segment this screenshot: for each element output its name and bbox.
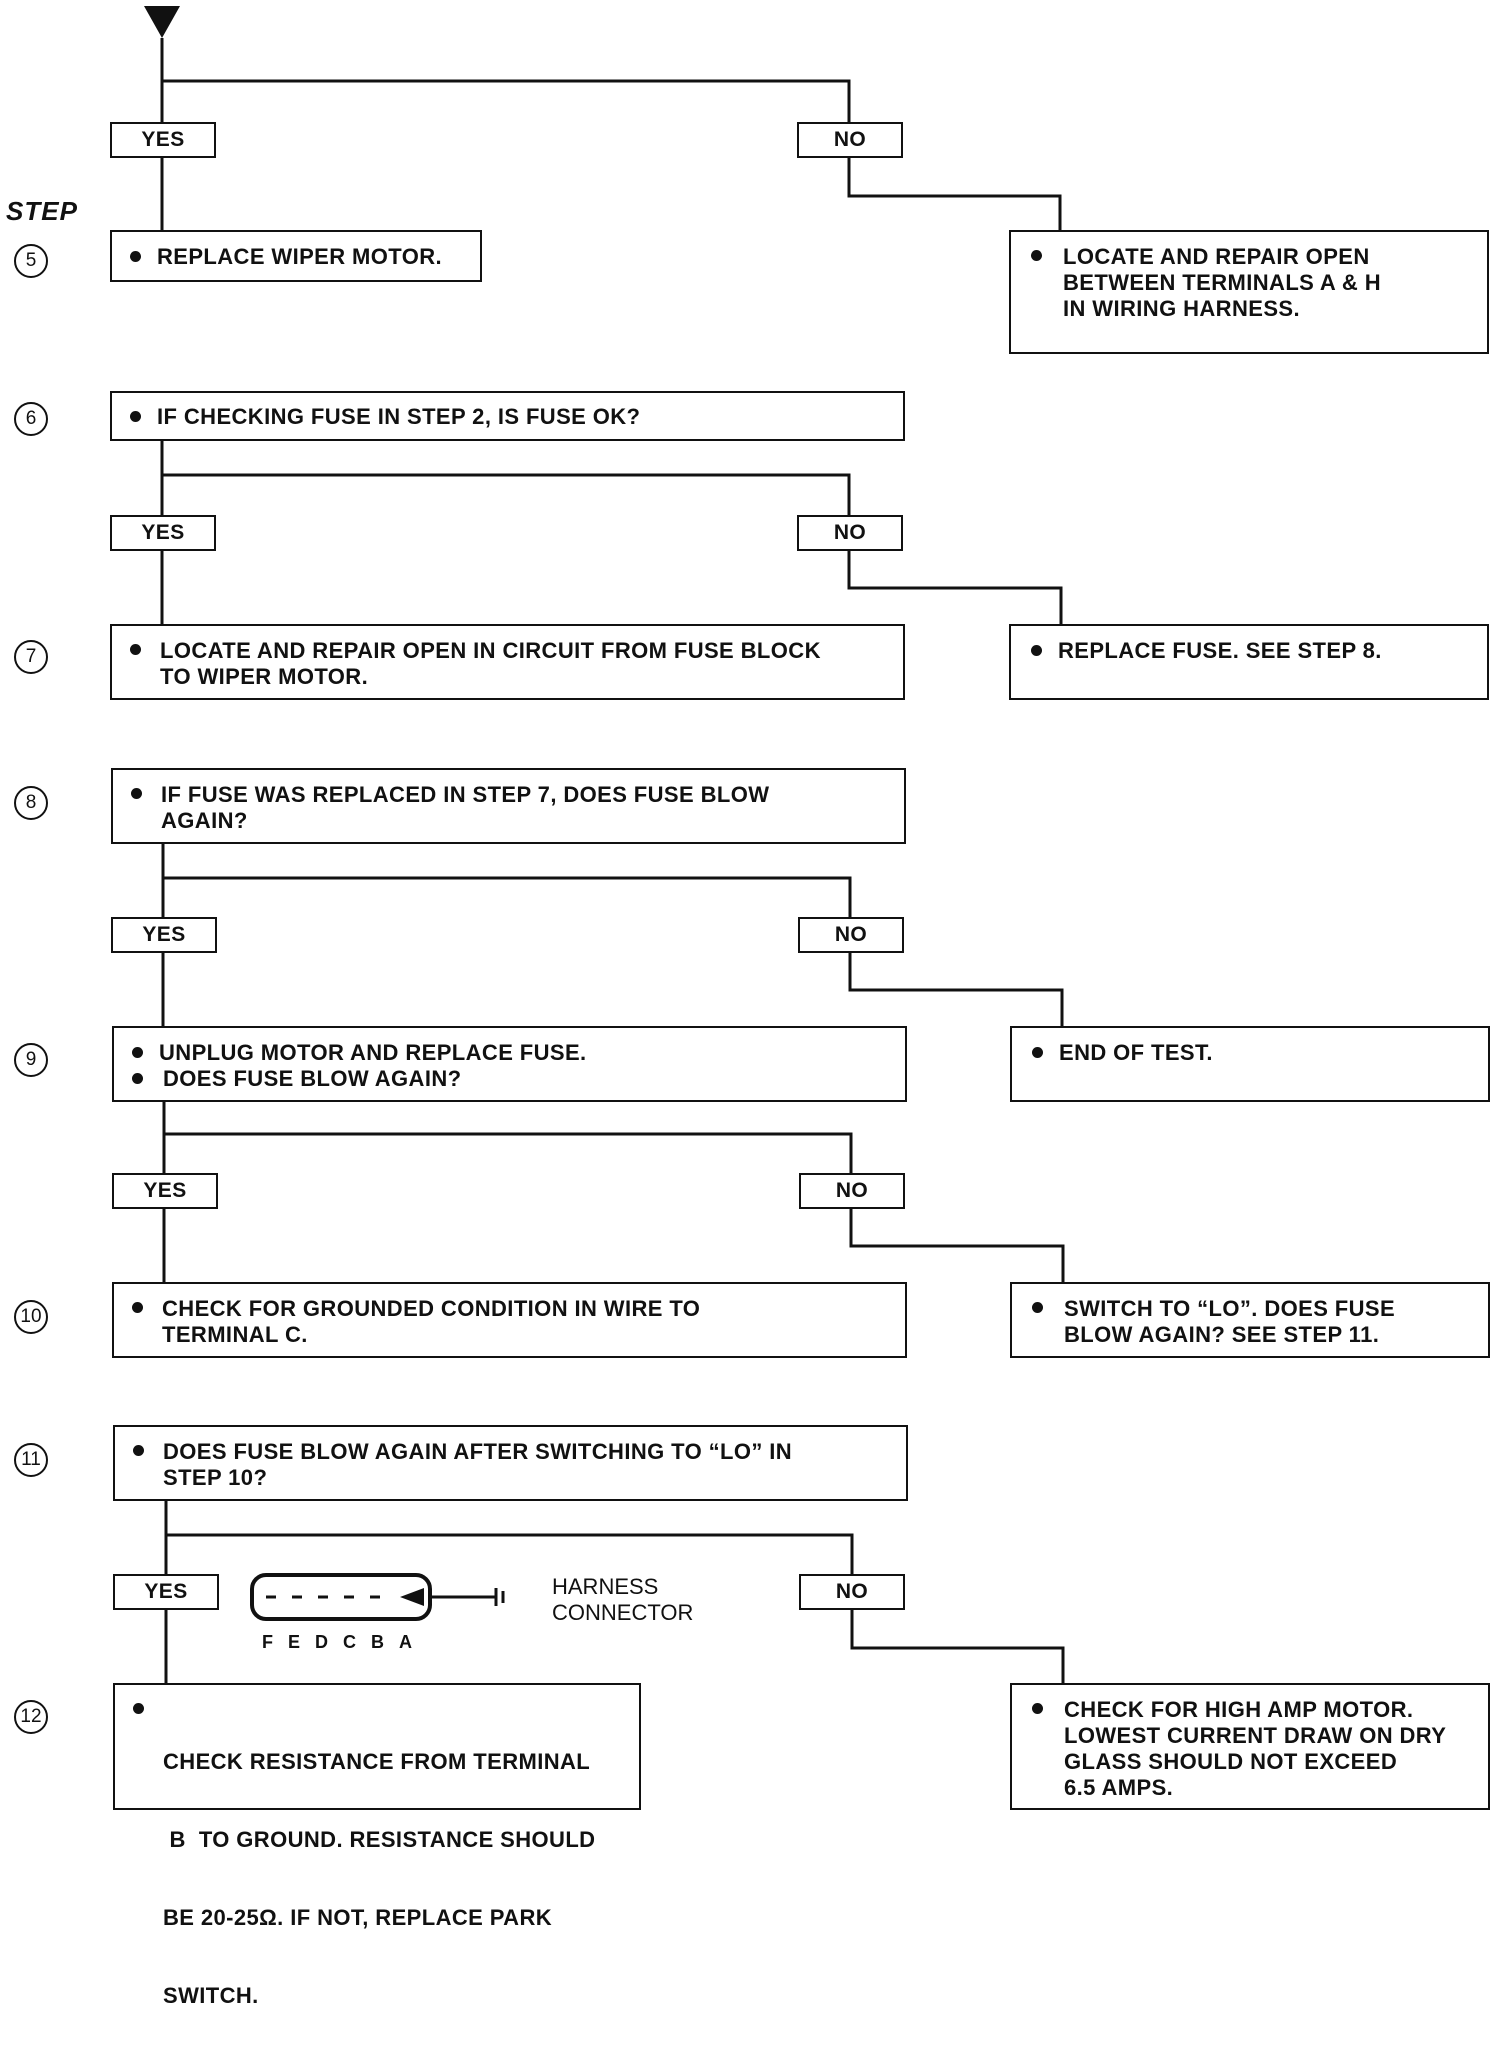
step10-no-text: SWITCH TO “LO”. DOES FUSE BLOW AGAIN? SE… <box>1064 1296 1396 1347</box>
step9-yes-box: UNPLUG MOTOR AND REPLACE FUSE. DOES FUSE… <box>112 1026 907 1102</box>
bullet-icon <box>133 1703 144 1714</box>
bullet-icon <box>1031 250 1042 261</box>
step9-yes-items: UNPLUG MOTOR AND REPLACE FUSE. DOES FUSE… <box>132 1040 587 1092</box>
line-no-to-step10 <box>849 1209 1065 1282</box>
line-step9-branch <box>162 1099 853 1173</box>
line-no-to-step5 <box>847 158 1062 230</box>
step11-question-text: DOES FUSE BLOW AGAIN AFTER SWITCHING TO … <box>163 1439 793 1490</box>
step10-yes-box: CHECK FOR GROUNDED CONDITION IN WIRE TO … <box>112 1282 907 1358</box>
bullet-icon <box>131 788 142 799</box>
step10-no-box: SWITCH TO “LO”. DOES FUSE BLOW AGAIN? SE… <box>1010 1282 1490 1358</box>
yes-label: YES <box>110 515 216 551</box>
bullet-icon <box>130 644 141 655</box>
step-number-8: 8 <box>14 786 48 820</box>
step12-no-box: CHECK FOR HIGH AMP MOTOR. LOWEST CURRENT… <box>1010 1683 1490 1810</box>
flowchart-connectors <box>144 6 1065 1683</box>
step7-yes-box: LOCATE AND REPAIR OPEN IN CIRCUIT FROM F… <box>110 624 905 700</box>
step-number-6: 6 <box>14 402 48 436</box>
line-entry-branch <box>160 38 851 122</box>
step9-no-text: END OF TEST. <box>1059 1040 1213 1065</box>
yes-label: YES <box>110 122 216 158</box>
bullet-icon <box>133 1445 144 1456</box>
step-number-10: 10 <box>14 1300 48 1334</box>
bullet-icon <box>130 251 141 262</box>
line-no-to-step7 <box>847 551 1063 624</box>
step7-no-text: REPLACE FUSE. SEE STEP 8. <box>1058 638 1382 663</box>
connector-pin-letters: FEDCBA <box>262 1632 427 1652</box>
step12-no-text: CHECK FOR HIGH AMP MOTOR. LOWEST CURRENT… <box>1064 1697 1447 1800</box>
step5-yes-box: REPLACE WIPER MOTOR. <box>110 230 482 282</box>
bullet-icon <box>132 1047 143 1058</box>
step9-no-box: END OF TEST. <box>1010 1026 1490 1102</box>
bullet-icon <box>132 1302 143 1313</box>
line-step11-branch <box>164 1499 854 1574</box>
step9-yes-item-1: UNPLUG MOTOR AND REPLACE FUSE. <box>159 1040 587 1065</box>
step-column-header: STEP <box>6 196 78 226</box>
step7-yes-text: LOCATE AND REPAIR OPEN IN CIRCUIT FROM F… <box>160 638 821 689</box>
no-label: NO <box>799 1173 905 1209</box>
step5-no-text: LOCATE AND REPAIR OPEN BETWEEN TERMINALS… <box>1063 244 1382 321</box>
no-label: NO <box>797 122 903 158</box>
step-number-5: 5 <box>14 244 48 278</box>
bullet-icon <box>132 1073 143 1084</box>
line-no-to-step9 <box>848 953 1064 1026</box>
bullet-icon <box>1032 1047 1043 1058</box>
step10-yes-text: CHECK FOR GROUNDED CONDITION IN WIRE TO … <box>162 1296 701 1347</box>
line-step8-branch <box>161 842 852 917</box>
step-number-11: 11 <box>14 1443 48 1477</box>
bullet-icon <box>1032 1703 1043 1714</box>
step12-yes-text: CHECK RESISTANCE FROM TERMINAL B TO GROU… <box>163 1749 596 2008</box>
harness-connector-label: HARNESS CONNECTOR <box>552 1574 694 1625</box>
step12-yes-box: CHECK RESISTANCE FROM TERMINAL B TO GROU… <box>113 1683 641 2008</box>
step8-question-box: IF FUSE WAS REPLACED IN STEP 7, DOES FUS… <box>111 768 906 844</box>
harness-connector-icon <box>250 1573 505 1621</box>
step-number-7: 7 <box>14 640 48 674</box>
yes-label: YES <box>113 1574 219 1610</box>
bullet-icon <box>130 411 141 422</box>
bullet-icon <box>1032 1302 1043 1313</box>
yes-label: YES <box>111 917 217 953</box>
line-step6-branch <box>160 440 851 515</box>
bullet-icon <box>1031 645 1042 656</box>
no-label: NO <box>798 917 904 953</box>
step9-yes-item-2: DOES FUSE BLOW AGAIN? <box>163 1066 462 1091</box>
step5-no-box: LOCATE AND REPAIR OPEN BETWEEN TERMINALS… <box>1009 230 1489 354</box>
step7-no-box: REPLACE FUSE. SEE STEP 8. <box>1009 624 1489 700</box>
step11-question-box: DOES FUSE BLOW AGAIN AFTER SWITCHING TO … <box>113 1425 908 1501</box>
step-number-9: 9 <box>14 1043 48 1077</box>
no-label: NO <box>797 515 903 551</box>
no-label: NO <box>799 1574 905 1610</box>
step5-yes-text: REPLACE WIPER MOTOR. <box>157 244 443 269</box>
step-number-12: 12 <box>14 1700 48 1734</box>
step8-question-text: IF FUSE WAS REPLACED IN STEP 7, DOES FUS… <box>161 782 770 833</box>
step6-question-box: IF CHECKING FUSE IN STEP 2, IS FUSE OK? <box>110 391 905 441</box>
step6-question-text: IF CHECKING FUSE IN STEP 2, IS FUSE OK? <box>157 404 641 429</box>
line-no-to-step12 <box>850 1610 1065 1683</box>
yes-label: YES <box>112 1173 218 1209</box>
entry-arrow <box>144 6 180 38</box>
